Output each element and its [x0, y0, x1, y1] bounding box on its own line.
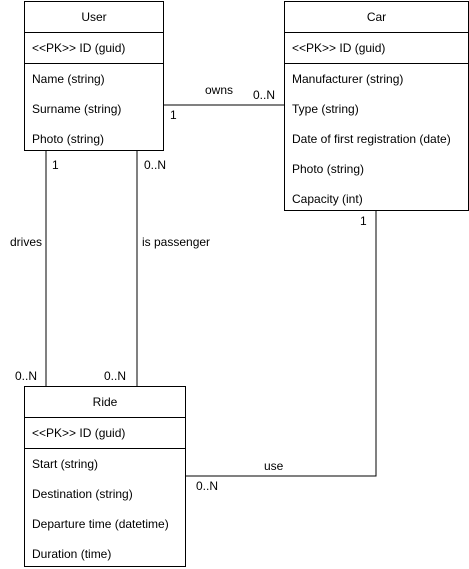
- ride-duration-field: Duration (time): [32, 547, 112, 561]
- car-entity: Car <<PK>> ID (guid) Manufacturer (strin…: [284, 1, 469, 211]
- ride-departure-field: Departure time (datetime): [32, 517, 169, 531]
- use-line: [186, 210, 377, 477]
- use-ride-cardinality: 0..N: [196, 479, 219, 493]
- passenger-user-cardinality: 0..N: [144, 158, 167, 172]
- ride-entity: Ride <<PK>> ID (guid) Start (string) Des…: [24, 386, 186, 567]
- ride-entity-title: Ride: [25, 387, 185, 418]
- use-label: use: [264, 459, 284, 473]
- car-capacity-field: Capacity (int): [292, 192, 363, 206]
- car-type-field: Type (string): [292, 102, 359, 116]
- use-car-cardinality: 1: [360, 214, 367, 228]
- ride-pk-field: <<PK>> ID (guid): [25, 418, 185, 449]
- car-entity-title: Car: [285, 2, 468, 33]
- ride-destination-field: Destination (string): [32, 487, 133, 501]
- passenger-label: is passenger: [142, 235, 211, 249]
- user-entity: User <<PK>> ID (guid) Name (string) Surn…: [24, 1, 164, 151]
- drives-user-cardinality: 1: [52, 158, 59, 172]
- car-pk-field: <<PK>> ID (guid): [285, 33, 468, 64]
- user-name-field: Name (string): [32, 72, 105, 86]
- ride-start-field: Start (string): [32, 457, 99, 471]
- user-photo-field: Photo (string): [32, 132, 105, 146]
- drives-ride-cardinality: 0..N: [15, 369, 38, 383]
- user-pk-field: <<PK>> ID (guid): [25, 33, 163, 64]
- owns-user-cardinality: 1: [170, 108, 177, 122]
- user-surname-field: Surname (string): [32, 102, 122, 116]
- passenger-ride-cardinality: 0..N: [104, 369, 127, 383]
- drives-label: drives: [10, 235, 43, 249]
- car-photo-field: Photo (string): [292, 162, 365, 176]
- car-manufacturer-field: Manufacturer (string): [292, 72, 404, 86]
- owns-car-cardinality: 0..N: [253, 88, 276, 102]
- owns-label: owns: [205, 83, 234, 97]
- car-registration-field: Date of first registration (date): [292, 132, 451, 146]
- user-entity-title: User: [25, 2, 163, 33]
